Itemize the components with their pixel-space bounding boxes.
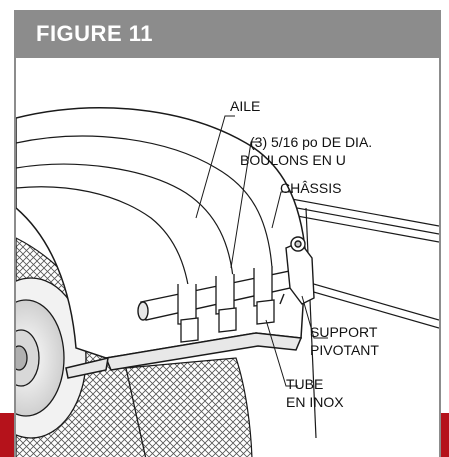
figure-title: FIGURE 11	[36, 21, 153, 46]
fender-illustration	[16, 107, 439, 457]
label-tube-line2: EN INOX	[286, 394, 344, 410]
wheel-hub	[16, 277, 87, 439]
leader-lines	[195, 115, 328, 387]
label-aile: AILE	[230, 98, 261, 114]
label-chassis: CHÂSSIS	[280, 180, 342, 196]
label-bolts-line2: BOULONS EN U	[240, 152, 346, 168]
pivoting-bracket	[279, 236, 315, 305]
label-support-line1: SUPPORT	[310, 324, 378, 340]
label-bolts-line1: (3) 5/16 po DE DIA.	[250, 134, 373, 150]
figure-header: FIGURE 11	[16, 12, 439, 58]
accent-bar-right	[441, 413, 449, 457]
label-tube-line1: TUBE	[286, 376, 324, 392]
accent-bar-left	[0, 413, 14, 457]
figure-frame: FIGURE 11	[14, 10, 441, 457]
label-support-line2: PIVOTANT	[310, 342, 379, 358]
u-bolts	[177, 266, 275, 343]
